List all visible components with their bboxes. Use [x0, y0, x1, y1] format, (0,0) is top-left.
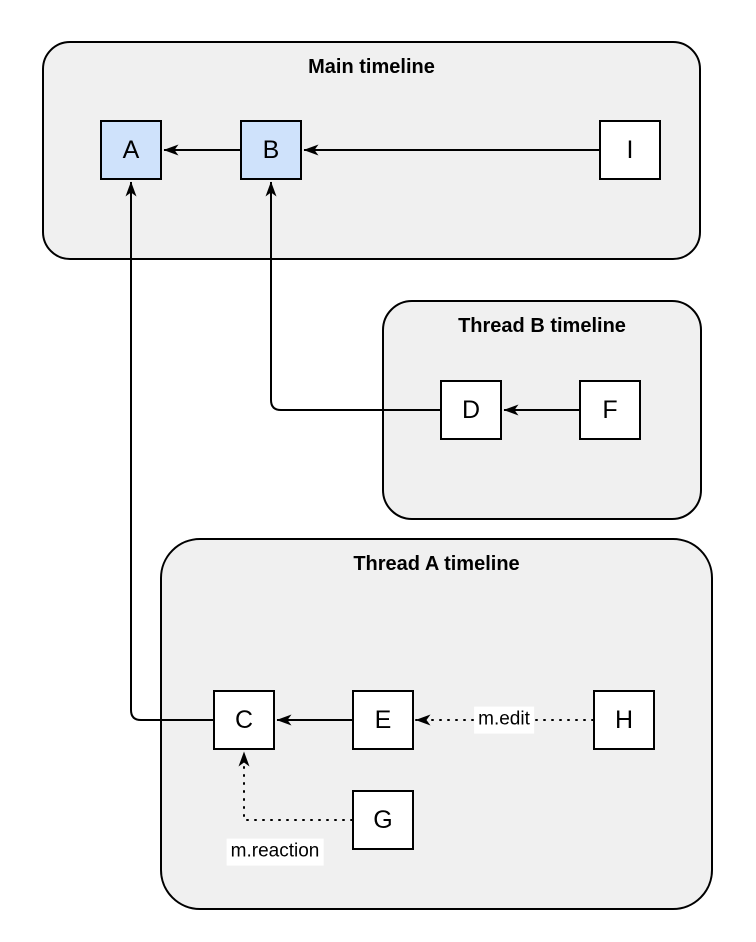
node-d-label: D — [461, 395, 481, 424]
node-b: B — [240, 120, 302, 180]
container-title-thread-a-timeline: Thread A timeline — [353, 553, 520, 575]
node-g-label: G — [373, 805, 393, 834]
edge-label-m-edit: m.edit — [474, 706, 534, 734]
node-i-label: I — [626, 135, 634, 164]
node-c-label: C — [234, 705, 254, 734]
container-title-main-timeline: Main timeline — [308, 56, 435, 78]
node-h: H — [593, 690, 655, 750]
container-thread-b-timeline: Thread B timeline — [382, 300, 702, 520]
node-f-label: F — [602, 395, 618, 424]
node-h-label: H — [614, 705, 634, 734]
node-f: F — [579, 380, 641, 440]
node-e: E — [352, 690, 414, 750]
container-title-thread-b-timeline: Thread B timeline — [458, 315, 626, 337]
node-g: G — [352, 790, 414, 850]
node-i: I — [599, 120, 661, 180]
node-e-label: E — [374, 705, 392, 734]
node-a-label: A — [122, 135, 140, 164]
node-a: A — [100, 120, 162, 180]
node-c: C — [213, 690, 275, 750]
node-b-label: B — [262, 135, 280, 164]
node-d: D — [440, 380, 502, 440]
edge-label-m-reaction: m.reaction — [226, 838, 324, 866]
